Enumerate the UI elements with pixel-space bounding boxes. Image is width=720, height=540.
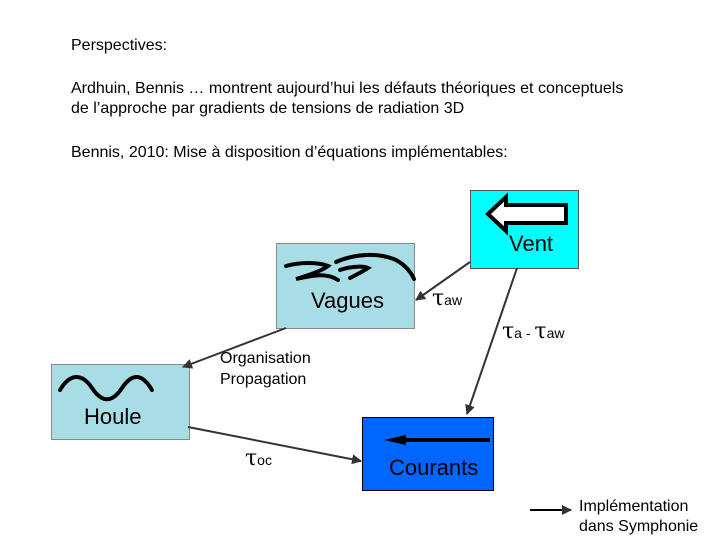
arrow-houle-to-courants — [187, 426, 362, 465]
vagues-label: Vagues — [311, 288, 384, 313]
tau-symbol: τ — [502, 319, 515, 344]
slide-title: Perspectives: — [71, 37, 168, 54]
courants-label: Courants — [389, 455, 479, 480]
swell-wave-icon — [58, 375, 154, 402]
wind-arrow-icon — [485, 192, 568, 236]
tau-aw-subscript: aw — [444, 292, 463, 308]
legend-text-line-1: Implémentation — [579, 498, 689, 515]
paragraph-line-2: de l’approche par gradients de tensions … — [71, 100, 465, 117]
tau-symbol: τ — [534, 319, 547, 344]
arrow-vent-to-courants — [465, 267, 518, 415]
tau-oc-subscript: oc — [257, 452, 272, 468]
tau-symbol: τ — [432, 286, 445, 311]
paragraph-bennis-2010: Bennis, 2010: Mise à disposition d’équat… — [71, 144, 508, 161]
organisation-label: Organisation — [220, 350, 311, 367]
courants-box — [362, 417, 494, 491]
wave-squiggle-icon — [284, 253, 416, 282]
houle-label: Houle — [84, 404, 142, 429]
minus-sign: - — [521, 325, 535, 341]
tau-oc-label: τoc — [245, 447, 272, 472]
vent-label: Vent — [509, 231, 554, 256]
paragraph-line-1: Ardhuin, Bennis … montrent aujourd’hui l… — [71, 80, 624, 97]
tau-a-minus-tau-aw-label: τa - τaw — [502, 320, 565, 345]
tau-aw-label: τaw — [432, 287, 462, 312]
tau-a-subscript: a — [514, 325, 522, 341]
arrow-vent-to-vagues — [415, 261, 471, 301]
current-arrow-icon — [384, 435, 490, 445]
arrow-vagues-to-houle — [182, 327, 287, 369]
propagation-label: Propagation — [220, 371, 307, 388]
tau-aw-subscript: aw — [546, 325, 565, 341]
legend-text-line-2: dans Symphonie — [579, 518, 699, 535]
tau-symbol: τ — [245, 446, 258, 471]
